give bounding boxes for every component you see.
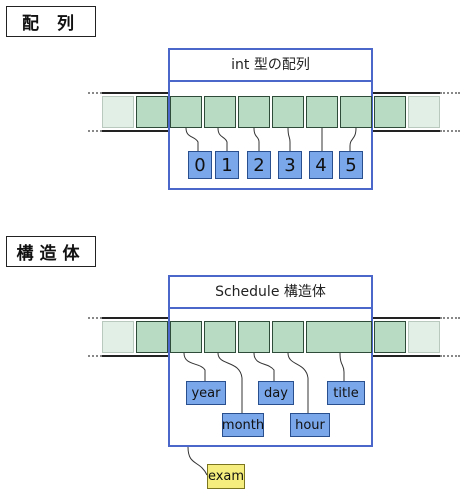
array-element-cell-4 bbox=[306, 96, 338, 128]
array-element-cell-3 bbox=[272, 96, 304, 128]
connector-line bbox=[287, 127, 291, 151]
connector-line bbox=[253, 352, 275, 381]
connector-line bbox=[287, 352, 309, 413]
array-element-cell-1 bbox=[204, 96, 236, 128]
struct-field-label-day: day bbox=[258, 381, 294, 405]
array-strip-dotted-left-bottom bbox=[88, 130, 102, 132]
connector-line bbox=[349, 127, 357, 151]
struct-field-label-title: title bbox=[327, 381, 365, 405]
array-strip-dotted-left-top bbox=[88, 92, 102, 94]
array-memory-cell-outside bbox=[102, 96, 134, 128]
array-element-cell-2 bbox=[238, 96, 270, 128]
struct-field-cell-hour bbox=[272, 321, 304, 353]
connector-line bbox=[339, 352, 345, 381]
struct-field-cell-month bbox=[204, 321, 236, 353]
struct-field-label-month: month bbox=[222, 413, 264, 437]
array-memory-cell-outside bbox=[374, 96, 406, 128]
array-index-label: 3 bbox=[278, 151, 302, 179]
array-frame-title: int 型の配列 bbox=[168, 48, 373, 82]
struct-memory-cell-outside bbox=[102, 321, 134, 353]
connector-line bbox=[217, 352, 243, 413]
array-strip-dotted-right-top bbox=[440, 92, 460, 94]
connector-line bbox=[183, 352, 206, 381]
struct-strip-dotted-left-bottom bbox=[88, 355, 102, 357]
struct-memory-cell-outside bbox=[408, 321, 440, 353]
array-index-label: 2 bbox=[247, 151, 271, 179]
array-index-label: 5 bbox=[339, 151, 363, 179]
array-index-label: 1 bbox=[215, 151, 239, 179]
struct-outside-field-label-exam: exam bbox=[207, 464, 245, 489]
array-index-label: 4 bbox=[309, 151, 333, 179]
struct-memory-cell-outside bbox=[374, 321, 406, 353]
connector-line bbox=[185, 127, 199, 151]
array-heading: 配 列 bbox=[6, 6, 96, 37]
struct-frame-title: Schedule 構造体 bbox=[168, 275, 373, 309]
struct-strip-dotted-right-bottom bbox=[440, 355, 460, 357]
struct-field-label-hour: hour bbox=[290, 413, 330, 437]
struct-memory-cell-outside bbox=[136, 321, 168, 353]
struct-field-label-year: year bbox=[186, 381, 226, 405]
struct-field-cell-title bbox=[306, 321, 372, 353]
connector-line bbox=[253, 127, 260, 151]
struct-strip-dotted-left-top bbox=[88, 317, 102, 319]
array-index-label: 0 bbox=[188, 151, 212, 179]
array-memory-cell-outside bbox=[136, 96, 168, 128]
struct-strip-dotted-right-top bbox=[440, 317, 460, 319]
connector-line bbox=[217, 127, 228, 151]
struct-heading: 構造体 bbox=[6, 236, 96, 267]
array-element-cell-5 bbox=[340, 96, 372, 128]
array-memory-cell-outside bbox=[408, 96, 440, 128]
struct-field-cell-year bbox=[170, 321, 202, 353]
struct-frame bbox=[168, 275, 373, 447]
array-element-cell-0 bbox=[170, 96, 202, 128]
connector-line bbox=[187, 446, 208, 476]
array-strip-dotted-right-bottom bbox=[440, 130, 460, 132]
struct-field-cell-day bbox=[238, 321, 270, 353]
